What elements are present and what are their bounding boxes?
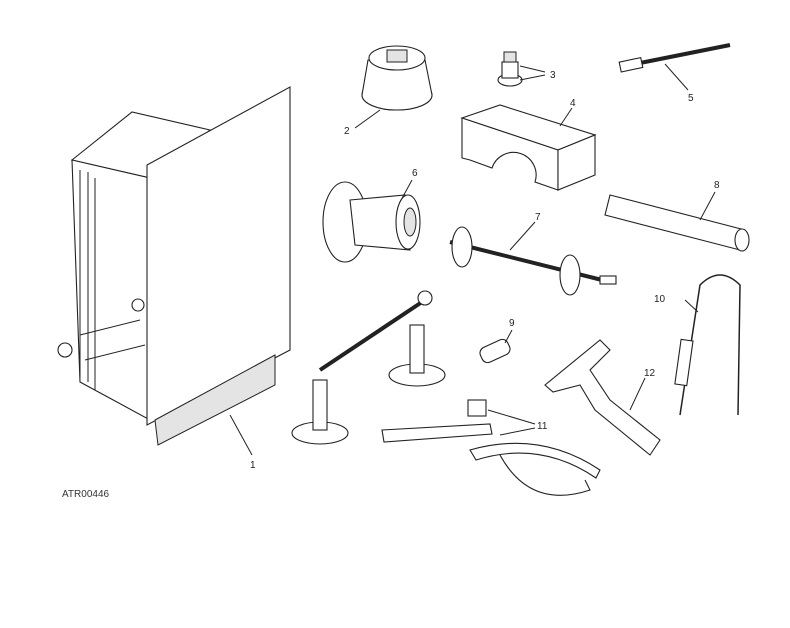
item-6-tool <box>322 179 421 263</box>
item-12-tool <box>544 339 661 456</box>
callout-7: 7 <box>535 212 541 223</box>
callout-3: 3 <box>550 70 556 81</box>
callout-5: 5 <box>688 93 694 104</box>
callout-11: 11 <box>537 421 548 432</box>
item-8-tool <box>604 191 750 252</box>
callout-6: 6 <box>412 168 418 179</box>
gauge-stands <box>291 290 446 445</box>
item-11-wrench <box>381 399 601 496</box>
callout-4: 4 <box>570 98 576 109</box>
item-5-rod <box>618 43 731 91</box>
item-3-pin <box>497 51 546 87</box>
item-1-frame-stand <box>57 86 291 456</box>
item-2-socket <box>354 45 433 129</box>
callout-1: 1 <box>250 460 256 471</box>
item-9-bush <box>479 329 513 364</box>
callout-10: 10 <box>654 294 666 305</box>
callout-9: 9 <box>509 318 515 329</box>
item-7-puller <box>449 221 617 296</box>
callout-2: 2 <box>344 126 350 137</box>
callout-8: 8 <box>714 180 720 191</box>
item-4-block <box>460 104 597 191</box>
item-10-gauge <box>674 274 741 416</box>
figure-code: ATR00446 <box>62 489 110 500</box>
callout-12: 12 <box>644 368 656 379</box>
